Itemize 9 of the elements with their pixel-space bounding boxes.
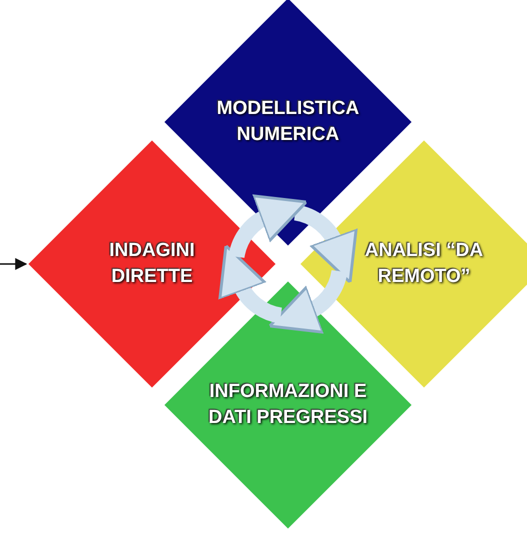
cycle-arrow <box>219 245 282 324</box>
node-label: ANALISI “DA REMOTO” <box>364 239 484 289</box>
node-label: INFORMAZIONI E DATI PREGRESSI <box>208 380 368 430</box>
cycle-arrow <box>269 270 348 333</box>
cycle-arrow <box>228 195 307 258</box>
node-label: INDAGINI DIRETTE <box>108 239 196 289</box>
node-label: MODELLISTICA NUMERICA <box>216 97 360 147</box>
cycle-arrow <box>294 204 357 283</box>
arrow <box>0 258 28 270</box>
